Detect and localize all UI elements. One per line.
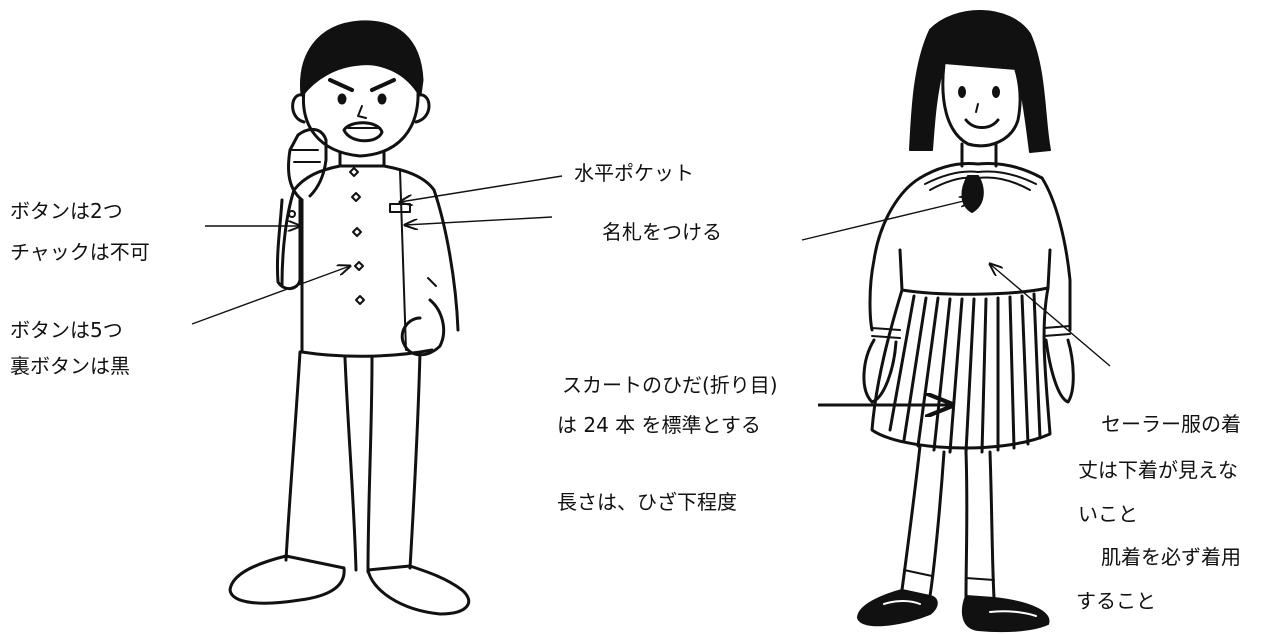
label-sailor-length-3: いこと	[1078, 502, 1138, 526]
arrow-sailor-length	[990, 264, 1111, 367]
label-front-buttons-2: 裏ボタンは黒	[10, 354, 130, 378]
label-sleeve-buttons-1: ボタンは2つ	[10, 199, 123, 223]
annotation-lines	[191, 175, 1111, 405]
label-skirt-pleats-2: は 24 本 を標準とする	[557, 413, 761, 437]
arrow-front-buttons	[191, 266, 350, 325]
boy-gakuran-figure-icon	[228, 20, 471, 616]
label-front-buttons-1: ボタンは5つ	[10, 318, 123, 342]
label-skirt-pleats-1: スカートのひだ(折り目)	[562, 373, 778, 397]
arrow-pocket	[400, 175, 563, 202]
label-pocket: 水平ポケット	[574, 161, 694, 185]
label-sailor-length-2: 丈は下着が見えな	[1078, 458, 1238, 482]
label-skirt-length: 長さは、ひざ下程度	[557, 490, 737, 514]
label-sailor-length-1: セーラー服の着	[1101, 412, 1241, 436]
label-underwear-2: すること	[1076, 589, 1156, 613]
label-nametag: 名札をつける	[602, 220, 722, 244]
girl-sailor-uniform-figure-icon	[857, 10, 1075, 633]
label-sleeve-buttons-2: チャックは不可	[10, 240, 150, 264]
label-underwear-1: 肌着を必ず着用	[1101, 545, 1241, 569]
arrow-nametag-girl	[801, 199, 972, 241]
arrow-nametag-boy	[405, 216, 553, 225]
